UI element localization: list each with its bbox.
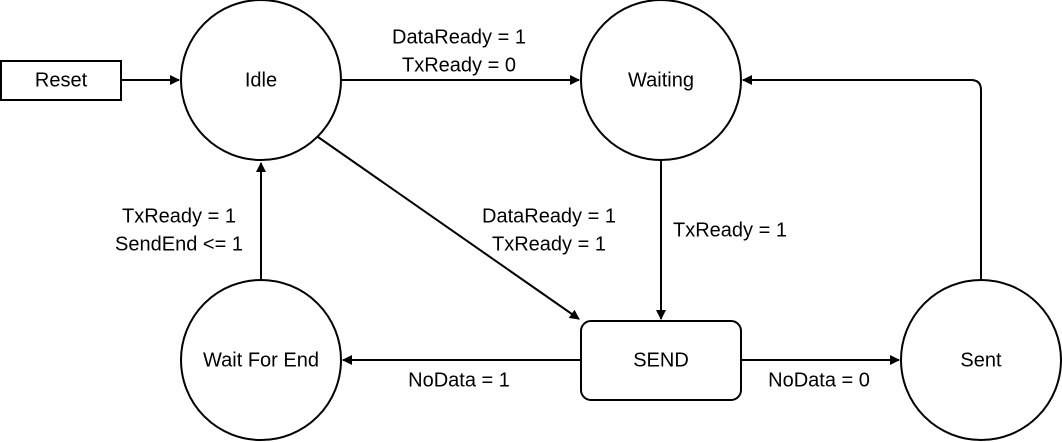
node-wait-for-end-label: Wait For End [203,349,319,371]
node-waiting-circle [580,0,742,161]
node-sent: Sent [900,279,1062,441]
node-send: SEND [580,320,742,401]
node-idle-circle [180,0,342,161]
node-sent-label: Sent [960,349,1002,371]
edge-sent-to-waiting [742,75,982,280]
label-idle-to-waiting-line2: TxReady = 0 [402,54,516,76]
label-idle-to-waiting-line1: DataReady = 1 [392,26,526,48]
node-reset: Reset [0,60,122,101]
edge-idle-to-send [317,136,580,320]
label-wait-for-end-to-idle-line1: TxReady = 1 [122,205,236,227]
label-wait-for-end-to-idle-line2: SendEnd <= 1 [115,233,243,255]
node-wait-for-end: Wait For End [180,279,342,441]
label-send-to-wait-for-end: NoData = 1 [408,369,510,391]
label-send-to-sent: NoData = 0 [768,369,870,391]
node-waiting-label: Waiting [628,69,694,91]
node-reset-box [0,60,122,101]
node-idle-label: Idle [245,69,277,91]
label-idle-to-send-line1: DataReady = 1 [482,205,616,227]
node-reset-label: Reset [35,69,88,91]
node-sent-circle [900,279,1062,441]
node-idle: Idle [180,0,342,161]
node-waiting: Waiting [580,0,742,161]
node-send-label: SEND [633,349,689,371]
label-idle-to-send-line2: TxReady = 1 [492,233,606,255]
node-wait-for-end-circle [180,279,342,441]
label-waiting-to-send: TxReady = 1 [673,219,787,241]
node-send-box [580,320,742,401]
